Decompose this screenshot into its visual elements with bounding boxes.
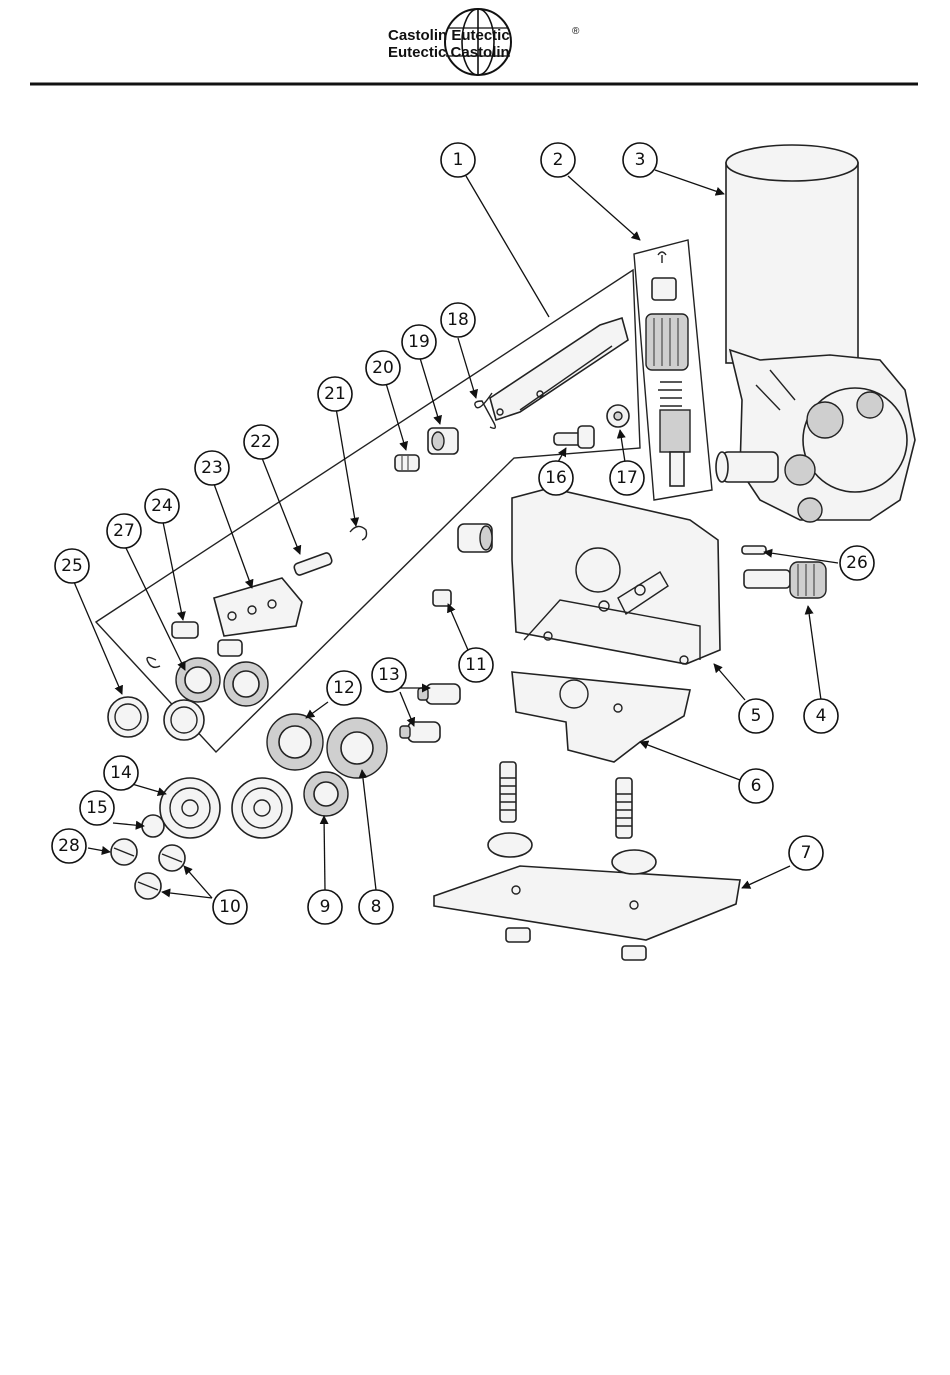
registered-mark: ® [572, 26, 580, 37]
callout-18: 18 [441, 303, 475, 337]
svg-text:11: 11 [465, 655, 487, 675]
part-washer-17 [607, 405, 629, 427]
callout-25: 25 [55, 549, 89, 583]
callout-17: 17 [610, 461, 644, 495]
part-base-7 [434, 762, 740, 960]
svg-text:21: 21 [324, 384, 346, 404]
callout-21: 21 [318, 377, 352, 411]
callout-11: 11 [459, 648, 493, 682]
svg-text:27: 27 [113, 521, 135, 541]
callout-4: 4 [804, 699, 838, 733]
callout-14: 14 [104, 756, 138, 790]
company-logo: Castolin Eutectic Eutectic Castolin ® [384, 9, 584, 75]
part-motor [716, 145, 915, 522]
svg-text:8: 8 [371, 897, 382, 917]
svg-text:19: 19 [408, 332, 430, 352]
callout-2: 2 [541, 143, 575, 177]
part-screw-20 [395, 455, 419, 471]
part-gear-12 [267, 714, 323, 770]
part-tension-assembly [634, 240, 712, 500]
svg-text:12: 12 [333, 678, 355, 698]
part-rollers-14 [160, 778, 292, 838]
svg-text:9: 9 [320, 897, 331, 917]
logo-line-1: Castolin Eutectic [388, 27, 510, 44]
svg-text:1: 1 [453, 150, 464, 170]
callout-16: 16 [539, 461, 573, 495]
callout-12: 12 [327, 671, 361, 705]
callout-5: 5 [739, 699, 773, 733]
callout-20: 20 [366, 351, 400, 385]
part-plate-6 [512, 672, 690, 762]
svg-text:3: 3 [635, 150, 646, 170]
part-clip-21 [350, 526, 367, 540]
part-frame [512, 488, 720, 664]
svg-text:22: 22 [250, 432, 272, 452]
svg-text:18: 18 [447, 310, 469, 330]
callout-22: 22 [244, 425, 278, 459]
part-gears-27 [176, 658, 268, 706]
callout-23: 23 [195, 451, 229, 485]
callout-10: 10 [213, 890, 247, 924]
part-washer-15 [142, 815, 164, 837]
callout-13: 13 [372, 658, 406, 692]
svg-text:23: 23 [201, 458, 223, 478]
callout-1: 1 [441, 143, 475, 177]
logo-line-2: Eutectic Castolin [388, 44, 510, 61]
svg-text:10: 10 [219, 897, 241, 917]
callout-8: 8 [359, 890, 393, 924]
part-gear-9 [304, 772, 348, 816]
svg-text:15: 15 [86, 798, 108, 818]
svg-text:14: 14 [110, 763, 132, 783]
svg-text:20: 20 [372, 358, 394, 378]
part-rings-25 [108, 697, 204, 740]
part-knurled-nut-4 [744, 562, 826, 598]
part-bushing-frame [458, 524, 492, 552]
callout-7: 7 [789, 836, 823, 870]
svg-text:7: 7 [801, 843, 812, 863]
callout-9: 9 [308, 890, 342, 924]
part-pin-16 [554, 426, 594, 448]
part-bracket-23 [214, 578, 302, 636]
part-pin-22 [293, 552, 333, 576]
callout-26: 26 [840, 546, 874, 580]
callout-15: 15 [80, 791, 114, 825]
svg-text:16: 16 [545, 468, 567, 488]
callout-28: 28 [52, 829, 86, 863]
svg-text:6: 6 [751, 776, 762, 796]
part-screws-10 [111, 839, 185, 899]
part-bushing [428, 428, 458, 454]
callout-27: 27 [107, 514, 141, 548]
svg-text:13: 13 [378, 665, 400, 685]
svg-text:2: 2 [553, 150, 564, 170]
svg-text:4: 4 [816, 706, 827, 726]
svg-text:5: 5 [751, 706, 762, 726]
part-lever [490, 318, 628, 420]
callout-24: 24 [145, 489, 179, 523]
part-gear-8 [327, 718, 387, 778]
svg-text:25: 25 [61, 556, 83, 576]
part-nut-11 [433, 590, 451, 606]
callout-19: 19 [402, 325, 436, 359]
svg-text:24: 24 [151, 496, 173, 516]
callout-6: 6 [739, 769, 773, 803]
svg-text:17: 17 [616, 468, 638, 488]
part-pin-26 [742, 546, 766, 554]
callout-3: 3 [623, 143, 657, 177]
svg-text:28: 28 [58, 836, 80, 856]
part-clip-27 [147, 657, 160, 667]
svg-text:26: 26 [846, 553, 868, 573]
